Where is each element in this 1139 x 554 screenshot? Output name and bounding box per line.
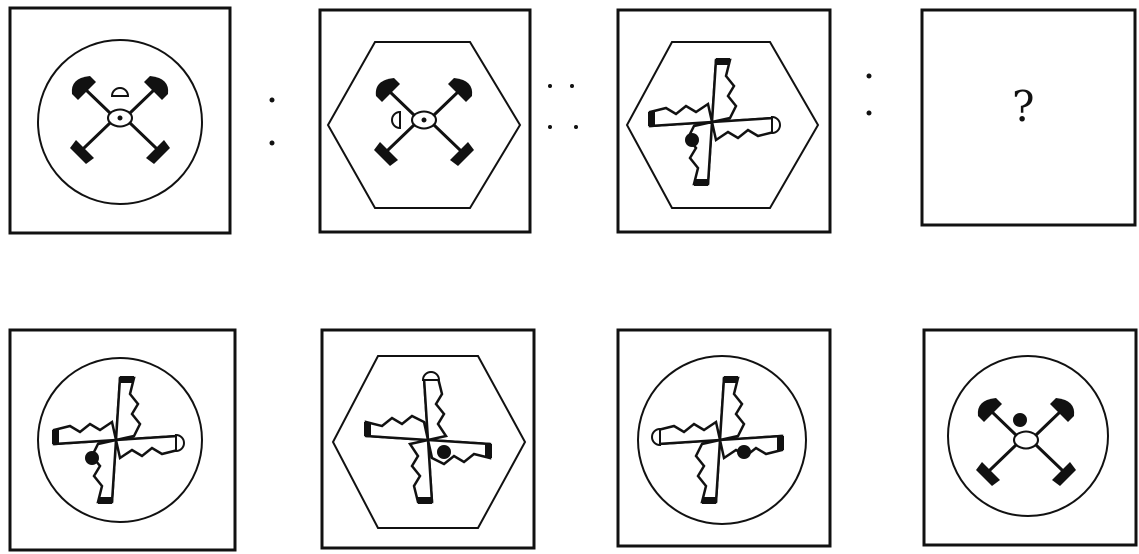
- answer-option-2[interactable]: [322, 330, 534, 548]
- ratio-colon-2: [867, 74, 872, 116]
- problem-cell-2: [320, 10, 530, 232]
- answer-option-1[interactable]: [10, 330, 235, 550]
- ratio-colon: [270, 98, 275, 146]
- answer-option-3[interactable]: [618, 330, 830, 546]
- question-mark: ?: [1012, 86, 1035, 128]
- problem-cell-1: [10, 8, 230, 233]
- answer-option-4[interactable]: [924, 330, 1136, 545]
- proportion-sign: [548, 84, 578, 129]
- problem-cell-3: [618, 10, 830, 232]
